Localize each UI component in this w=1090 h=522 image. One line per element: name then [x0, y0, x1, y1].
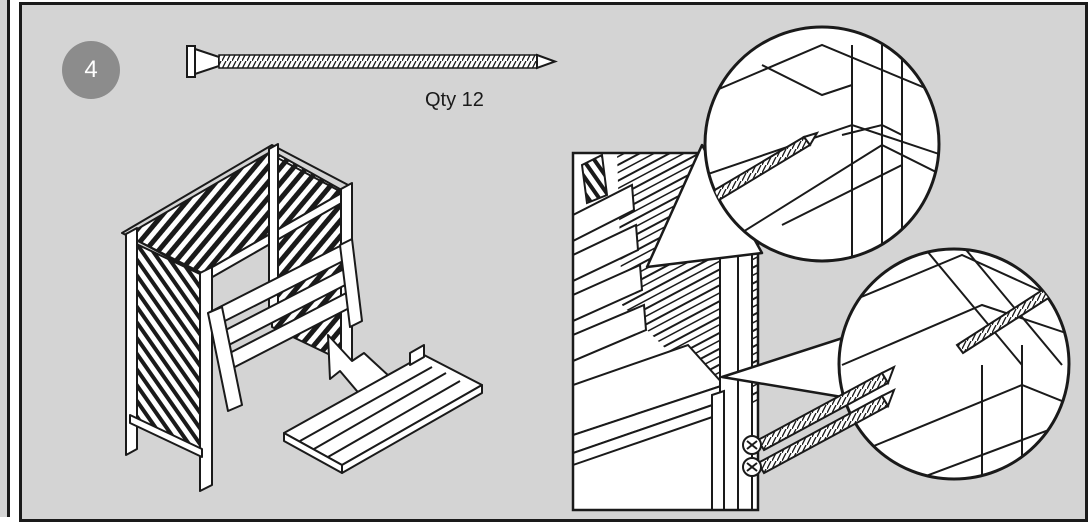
- instruction-step-panel: 4 Qty 12: [19, 2, 1088, 522]
- screw-icon: [186, 45, 558, 78]
- screw-quantity-label: Qty 12: [425, 89, 484, 111]
- detail-magnifier-icon: [645, 25, 941, 269]
- step-number-badge: 4: [62, 41, 120, 99]
- assembly-illustration: [121, 25, 1071, 512]
- bench-arbor-overview: [121, 143, 483, 492]
- detail-magnifier-icon: [720, 247, 1071, 481]
- step-number: 4: [84, 56, 98, 83]
- adjacent-panel-edge: [0, 0, 10, 517]
- screw-icon: [742, 364, 896, 477]
